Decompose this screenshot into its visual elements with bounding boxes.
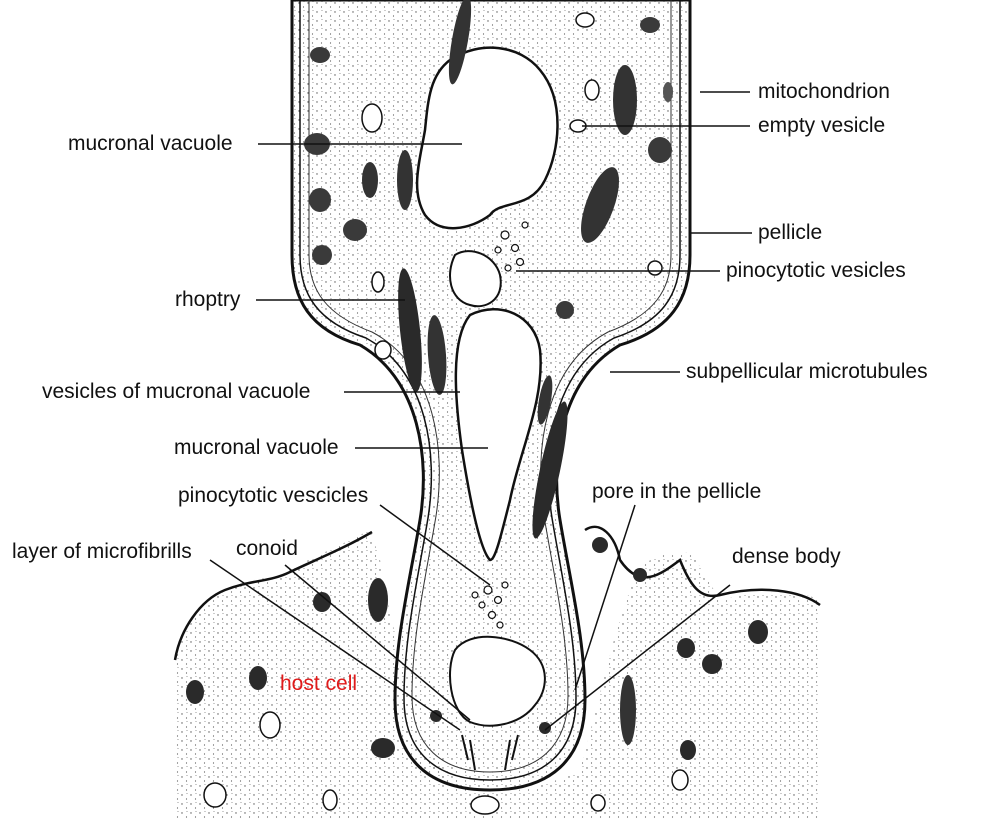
mito-6 (663, 82, 673, 102)
label-pinocytotic-vescicles: pinocytotic vescicles (178, 484, 368, 508)
vesicle-3 (372, 272, 384, 292)
mito-7 (556, 301, 574, 319)
vesicle-5 (585, 80, 599, 100)
label-dense-body: dense body (732, 545, 841, 569)
label-vesicles-of-mucronal-vacuole: vesicles of mucronal vacuole (42, 380, 310, 404)
mito-8 (640, 17, 660, 33)
mito-2 (309, 188, 331, 212)
label-host-cell: host cell (280, 672, 357, 696)
label-empty-vesicle: empty vesicle (758, 114, 885, 138)
rhoptry-left-3 (362, 162, 378, 198)
label-layer-of-microfibrills: layer of microfibrills (12, 540, 192, 564)
rhoptry-mid (397, 150, 413, 210)
label-mucronal-vacuole-top: mucronal vacuole (68, 132, 233, 156)
vesicle-7 (362, 104, 382, 132)
label-mucronal-vacuole-bottom: mucronal vacuole (174, 436, 339, 460)
label-pinocytotic-vesicles: pinocytotic vesicles (726, 259, 906, 283)
label-subpellicular-microtubules: subpellicular microtubules (686, 360, 928, 384)
label-rhoptry: rhoptry (175, 288, 240, 312)
mito-3 (312, 245, 332, 265)
mito-9 (310, 47, 330, 63)
label-conoid: conoid (236, 537, 298, 561)
mito-4 (343, 219, 367, 241)
label-pore-in-pellicle: pore in the pellicle (592, 480, 761, 504)
label-mitochondrion: mitochondrion (758, 80, 890, 104)
vesicle-4 (375, 341, 391, 359)
rhoptry-right-3 (613, 65, 637, 135)
mito-5 (648, 137, 672, 163)
label-pellicle: pellicle (758, 221, 822, 245)
rhoptry-host-right (620, 675, 636, 745)
vesicle-2 (648, 261, 662, 275)
vesicle-6 (576, 13, 594, 27)
